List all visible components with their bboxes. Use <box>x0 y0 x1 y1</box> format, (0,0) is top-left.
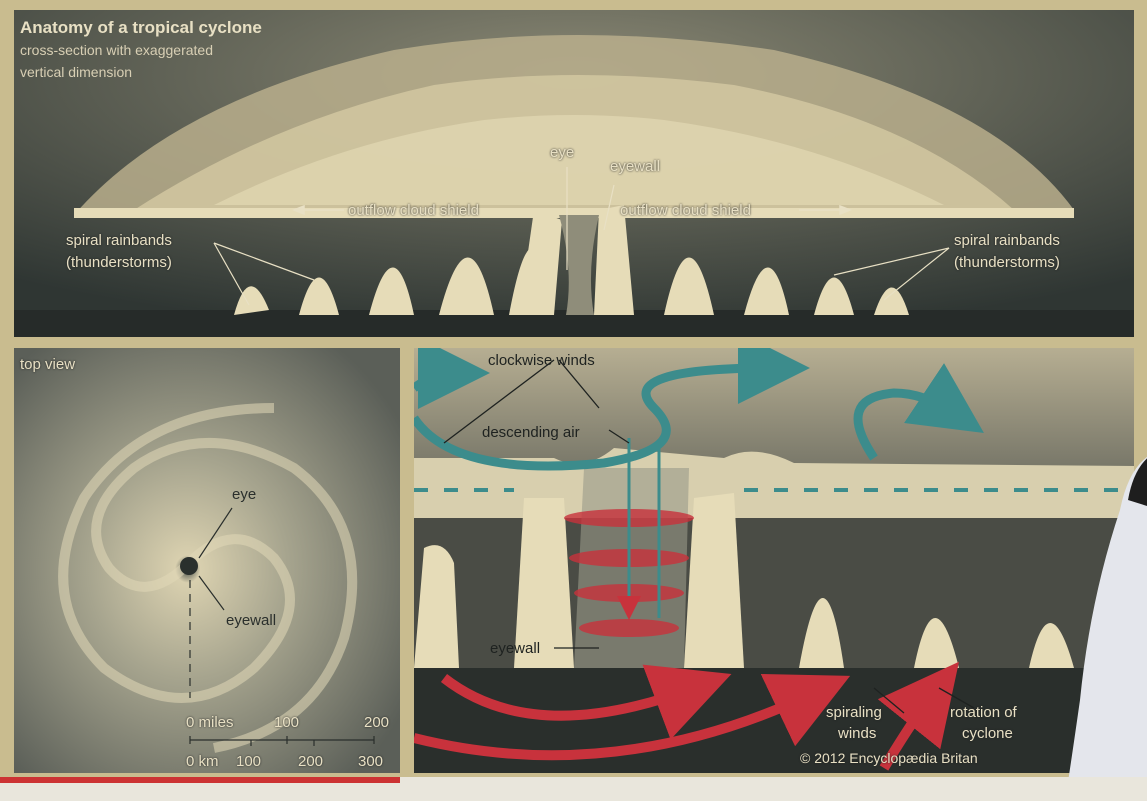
wind-structure-panel: clockwise winds descending air eyewall s… <box>414 348 1134 773</box>
cross-section-illustration <box>14 10 1134 337</box>
outflow-label-right: outflow cloud shield <box>620 202 751 219</box>
rainbands-label-left: spiral rainbands <box>66 232 172 249</box>
top-view-illustration <box>14 348 400 773</box>
eye-label: eye <box>550 144 575 161</box>
rotation-label: rotation of <box>950 704 1017 721</box>
clockwise-winds-label: clockwise winds <box>488 352 595 369</box>
scale-km-300: 300 <box>358 753 384 770</box>
diagram-title: Anatomy of a tropical cyclone <box>20 18 262 37</box>
diagram-subtitle: cross-section with exaggerated <box>20 42 213 58</box>
eyewall-label: eyewall <box>610 158 661 175</box>
copyright-text: © 2012 Encyclopædia Britan <box>800 750 978 766</box>
scale-miles-0: 0 miles <box>186 714 234 731</box>
wind-structure-illustration <box>414 348 1134 773</box>
outflow-label-left: outflow cloud shield <box>348 202 479 219</box>
descending-air-label: descending air <box>482 424 580 441</box>
rotation-label: cyclone <box>962 725 1013 742</box>
top-view-label: top view <box>20 356 76 373</box>
rainbands-label-left: (thunderstorms) <box>66 254 172 271</box>
diagram-subtitle: vertical dimension <box>20 64 133 80</box>
scale-km-200: 200 <box>298 753 324 770</box>
scale-km-100: 100 <box>236 753 262 770</box>
cross-section-panel: Anatomy of a tropical cyclone cross-sect… <box>14 10 1134 337</box>
scale-miles-100: 100 <box>274 714 300 731</box>
progress-bar <box>0 777 400 783</box>
eyewall-label: eyewall <box>226 612 277 629</box>
spiraling-winds-label: winds <box>838 725 877 742</box>
scale-miles-200: 200 <box>364 714 390 731</box>
scale-km-0: 0 km <box>186 753 219 770</box>
eyewall-label: eyewall <box>490 640 541 657</box>
rainbands-label-right: spiral rainbands <box>954 232 1060 249</box>
eye-label: eye <box>232 486 257 503</box>
top-view-panel: top view eye eyewall 0 miles 100 200 0 k… <box>14 348 400 773</box>
rainbands-label-right: (thunderstorms) <box>954 254 1060 271</box>
spiraling-winds-label: spiraling <box>826 704 882 721</box>
presenter-figure <box>1065 456 1147 801</box>
